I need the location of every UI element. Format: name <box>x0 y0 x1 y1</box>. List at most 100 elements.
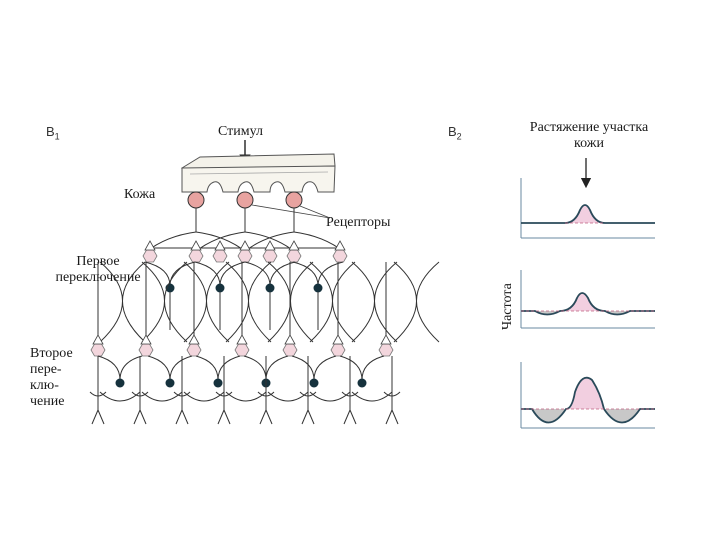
cross-arc-a-1 <box>99 261 123 343</box>
first-inhibitory-neuron-4 <box>313 283 323 293</box>
output-branch-right-5 <box>265 409 273 425</box>
first-layer-neuron-3 <box>212 249 228 263</box>
output-branch-left-1 <box>91 409 99 425</box>
second-layer-neuron-6 <box>330 343 346 357</box>
first-inhibitory-neuron-2 <box>215 283 225 293</box>
skin-label: Кожа <box>124 187 156 202</box>
inhib2-in-right-6 <box>361 355 385 381</box>
output-fork-6 <box>299 391 317 397</box>
second-layer-neuron-4 <box>234 343 250 357</box>
first-layer-neuron-5 <box>262 249 278 263</box>
inhib2-in-right-4 <box>265 355 289 381</box>
first-layer-synapse-2 <box>190 240 202 251</box>
second-layer-neuron-2 <box>138 343 154 357</box>
first-layer-neuron-2 <box>188 249 204 263</box>
first-layer-synapse-7 <box>334 240 346 251</box>
receptor-2 <box>236 191 254 209</box>
second-layer-synapse-2 <box>140 334 152 345</box>
inhib2-in-right-5 <box>313 355 337 381</box>
second-layer-synapse-3 <box>188 334 200 345</box>
inhib2-in-right-1 <box>119 355 143 381</box>
second-relay-line-2: пере- <box>30 362 62 378</box>
output-arc-2 <box>141 391 183 402</box>
cross-arc-b-3 <box>206 261 230 343</box>
output-branch-left-6 <box>301 409 309 425</box>
receptors-pointer-1 <box>251 204 331 219</box>
output-fork-1 <box>89 391 107 397</box>
second-layer-neuron-5 <box>282 343 298 357</box>
output-branch-right-8 <box>391 409 399 425</box>
inhib-in-left-1 <box>144 261 171 287</box>
output-branch-left-5 <box>259 409 267 425</box>
cross-arc-b-1 <box>122 261 146 343</box>
first-layer-synapse-6 <box>288 240 300 251</box>
cross-arc-a-5 <box>267 261 291 343</box>
output-arc-5 <box>267 391 309 402</box>
second-inhibitory-neuron-5 <box>309 378 319 388</box>
first-layer-synapse-3 <box>214 240 226 251</box>
second-layer-synapse-6 <box>332 334 344 345</box>
inhib-in-right-1 <box>169 261 196 287</box>
frequency-plot-receptors <box>520 158 655 239</box>
cross-arc-b-5 <box>290 261 314 343</box>
inhib2-in-left-1 <box>97 355 121 381</box>
output-fork-3 <box>173 391 191 397</box>
first-layer-synapse-5 <box>264 240 276 251</box>
second-layer-neuron-3 <box>186 343 202 357</box>
output-branch-left-3 <box>175 409 183 425</box>
stretch-line-1: Растяжение участка <box>529 120 649 135</box>
cross-arc-a-4 <box>225 261 249 343</box>
output-branch-left-7 <box>343 409 351 425</box>
inhib2-in-right-3 <box>217 355 241 381</box>
output-fork-5 <box>257 391 275 397</box>
inhib-in-right-2 <box>219 261 246 287</box>
output-arc-7 <box>351 391 393 402</box>
output-branch-right-6 <box>307 409 315 425</box>
cross-arc-a-3 <box>183 261 207 343</box>
inhib2-in-left-6 <box>339 355 363 381</box>
inhib2-in-left-2 <box>147 355 171 381</box>
stretch-label: Растяжение участка кожи <box>505 120 673 152</box>
panel-label-b2: B2 <box>448 124 462 142</box>
output-branch-right-1 <box>97 409 105 425</box>
first-layer-neuron-6 <box>286 249 302 263</box>
output-arc-4 <box>225 391 267 402</box>
output-fork-8 <box>383 391 401 397</box>
network-layers <box>89 208 440 425</box>
output-branch-right-4 <box>223 409 231 425</box>
output-branch-left-8 <box>385 409 393 425</box>
cross-arc-a-7 <box>351 261 375 343</box>
second-layer-neuron-7 <box>378 343 394 357</box>
frequency-plot-first-relay <box>520 270 655 329</box>
second-layer-synapse-7 <box>380 334 392 345</box>
receptor-3 <box>285 191 303 209</box>
cross-arc-a-8 <box>393 261 417 343</box>
second-relay-label: Второе пере- клю- чение <box>30 346 73 410</box>
second-relay-line-4: чение <box>30 394 65 410</box>
stretch-line-2: кожи <box>574 136 604 152</box>
cross-arc-b-6 <box>332 261 356 343</box>
cross-arc-b-7 <box>374 261 398 343</box>
receptors-pointer-2 <box>299 205 331 219</box>
first-layer-synapse-4 <box>239 240 251 251</box>
frequency-plots <box>520 158 655 429</box>
first-relay-line-1: Первое <box>76 254 120 269</box>
second-inhibitory-neuron-2 <box>165 378 175 388</box>
second-layer-synapse-1 <box>92 334 104 345</box>
output-arc-6 <box>309 391 351 402</box>
first-inhibitory-neuron-3 <box>265 283 275 293</box>
output-branch-right-7 <box>349 409 357 425</box>
output-arc-1 <box>99 391 141 402</box>
output-fork-7 <box>341 391 359 397</box>
first-layer-synapse-1 <box>144 240 156 251</box>
receptors-label: Рецепторы <box>326 215 391 230</box>
first-layer-neuron-4 <box>237 249 253 263</box>
second-layer-synapse-4 <box>236 334 248 345</box>
inhib2-in-right-2 <box>169 355 193 381</box>
stimulus-label: Стимул <box>218 124 263 139</box>
second-inhibitory-neuron-6 <box>357 378 367 388</box>
cross-arc-b-8 <box>416 261 440 343</box>
cross-arc-a-2 <box>141 261 165 343</box>
output-branch-left-2 <box>133 409 141 425</box>
